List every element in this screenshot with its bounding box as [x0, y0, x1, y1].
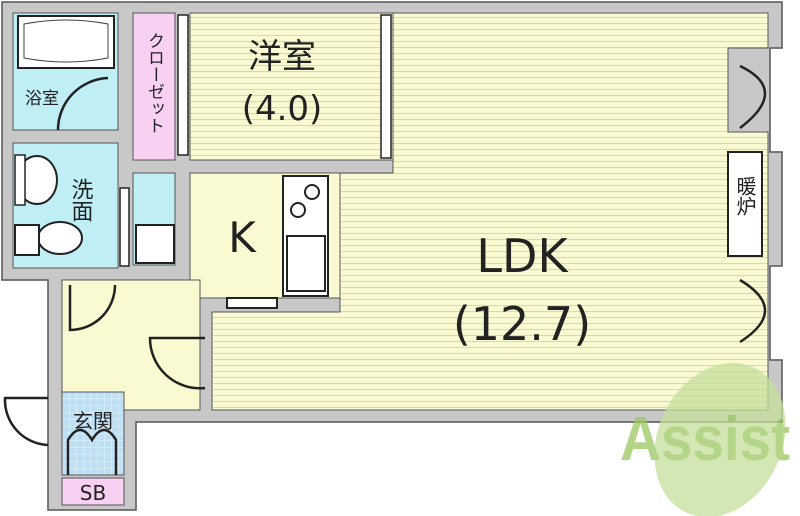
sink-icon — [286, 235, 326, 292]
front-door — [3, 396, 49, 447]
ldk-label: LDK — [476, 229, 569, 283]
western-room — [189, 12, 394, 161]
shoebox-label: SB — [80, 481, 106, 505]
closet-label: クローゼット — [144, 32, 164, 134]
washroom-door — [68, 284, 117, 332]
assist-logo: Assist — [620, 362, 790, 516]
washer-pan-icon — [135, 224, 175, 264]
washroom-sliding-door — [119, 187, 130, 267]
western-room-label: 洋室 — [248, 37, 316, 77]
western-room-size: (4.0) — [242, 89, 323, 129]
stove-burner-icon — [290, 202, 306, 218]
shoebox — [61, 477, 125, 506]
kitchen-shelf — [226, 297, 278, 309]
balcony-door-upper — [739, 64, 767, 129]
toilet-icon — [37, 221, 83, 255]
stove-icon — [304, 184, 320, 200]
western-room-sliding-door — [380, 14, 392, 159]
fireplace — [727, 151, 763, 257]
ldk-size: (12.7) — [453, 297, 591, 351]
shoebox-door — [66, 428, 118, 475]
closet — [132, 12, 176, 161]
fireplace-label: 暖炉 — [733, 176, 757, 216]
bath-door — [56, 76, 109, 131]
kitchen-label: K — [228, 213, 257, 262]
entrance-label: 玄関 — [73, 409, 113, 433]
hallway — [61, 279, 201, 411]
svg-text:Assist: Assist — [620, 405, 790, 474]
balcony-door-lower — [739, 278, 767, 344]
doors — [3, 64, 767, 475]
bath-label: 浴室 — [25, 89, 59, 109]
bathtub-inner — [23, 19, 109, 63]
washroom-label: 洗面 — [68, 178, 94, 222]
washbasin-counter — [14, 154, 26, 206]
toilet-tank — [14, 224, 40, 256]
closet-sliding-door — [177, 14, 189, 156]
ldk-door — [148, 336, 206, 390]
